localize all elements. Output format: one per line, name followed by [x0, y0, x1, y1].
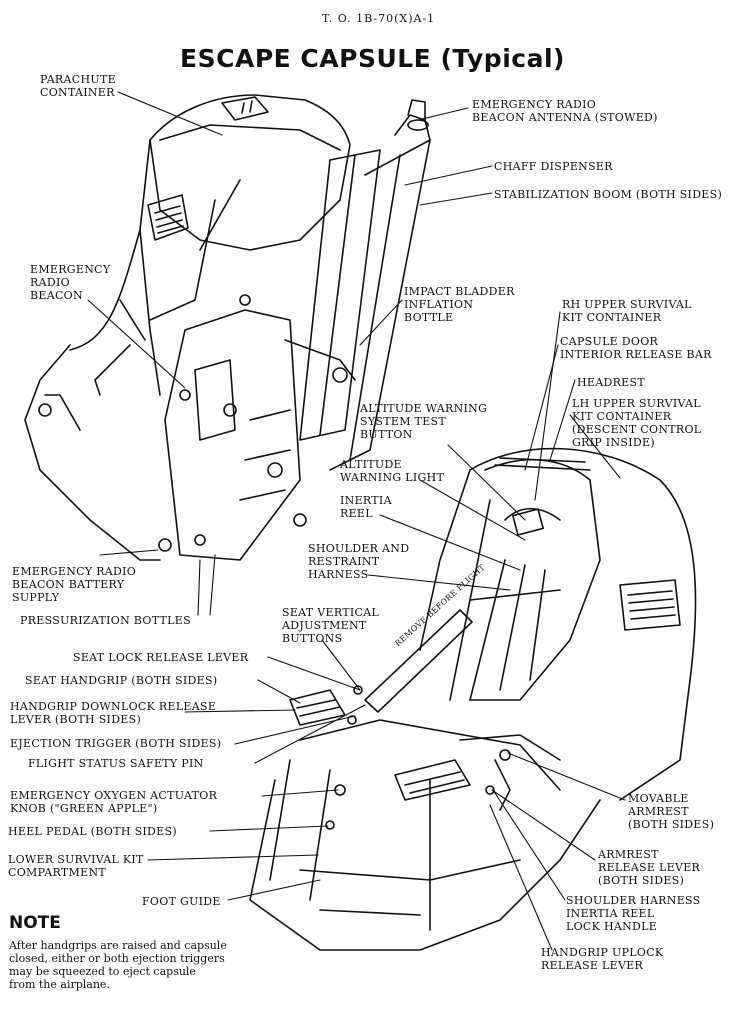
- closed-capsule-drawing: [24, 94, 431, 561]
- label-armrest-release-lever: ARMREST RELEASE LEVER (BOTH SIDES): [598, 848, 701, 887]
- label-handgrip-uplock-release: HANDGRIP UPLOCK RELEASE LEVER: [541, 946, 664, 972]
- label-lower-survival-kit: LOWER SURVIVAL KIT COMPARTMENT: [8, 853, 144, 879]
- label-flight-status-safety-pin: FLIGHT STATUS SAFETY PIN: [28, 757, 204, 770]
- label-altitude-warning-light: ALTITUDE WARNING LIGHT: [340, 458, 445, 484]
- label-lh-upper-survival-kit: LH UPPER SURVIVAL KIT CONTAINER (DESCENT…: [572, 397, 702, 449]
- title-suffix: (Typical): [440, 44, 565, 73]
- label-inertia-reel: INERTIA REEL: [340, 494, 392, 520]
- label-foot-guide: FOOT GUIDE: [142, 895, 221, 908]
- note-text: After handgrips are raised and capsule c…: [9, 939, 227, 991]
- label-capsule-door-release-bar: CAPSULE DOOR INTERIOR RELEASE BAR: [560, 335, 712, 361]
- open-capsule-drawing: [249, 447, 697, 951]
- label-parachute-container: PARACHUTE CONTAINER: [40, 73, 116, 99]
- label-altitude-warning-test-button: ALTITUDE WARNING SYSTEM TEST BUTTON: [360, 402, 488, 441]
- label-movable-armrest: MOVABLE ARMREST (BOTH SIDES): [628, 792, 715, 831]
- label-emergency-radio-beacon-antenna: EMERGENCY RADIO BEACON ANTENNA (STOWED): [472, 98, 658, 124]
- label-headrest: HEADREST: [577, 376, 645, 389]
- label-seat-handgrip: SEAT HANDGRIP (BOTH SIDES): [25, 674, 218, 687]
- label-seat-vertical-adjustment: SEAT VERTICAL ADJUSTMENT BUTTONS: [282, 606, 380, 645]
- label-ejection-trigger: EJECTION TRIGGER (BOTH SIDES): [10, 737, 222, 750]
- label-seat-lock-release-lever: SEAT LOCK RELEASE LEVER: [73, 651, 249, 664]
- title-main: ESCAPE CAPSULE: [180, 44, 432, 73]
- technical-order-number: T. O. 1B-70(X)A-1: [322, 12, 436, 25]
- label-pressurization-bottles: PRESSURIZATION BOTTLES: [20, 614, 191, 627]
- label-shoulder-restraint-harness: SHOULDER AND RESTRAINT HARNESS: [308, 542, 410, 581]
- label-shoulder-harness-lock-handle: SHOULDER HARNESS INERTIA REEL LOCK HANDL…: [566, 894, 701, 933]
- label-impact-bladder-inflation-bottle: IMPACT BLADDER INFLATION BOTTLE: [404, 285, 515, 324]
- label-heel-pedal: HEEL PEDAL (BOTH SIDES): [8, 825, 177, 838]
- page-title: ESCAPE CAPSULE (Typical): [0, 44, 745, 73]
- label-stabilization-boom: STABILIZATION BOOM (BOTH SIDES): [494, 188, 723, 201]
- label-handgrip-downlock-release: HANDGRIP DOWNLOCK RELEASE LEVER (BOTH SI…: [10, 700, 217, 726]
- note-heading: NOTE: [9, 913, 61, 933]
- label-rh-upper-survival-kit: RH UPPER SURVIVAL KIT CONTAINER: [562, 298, 692, 324]
- label-emergency-oxygen-actuator: EMERGENCY OXYGEN ACTUATOR KNOB ("GREEN A…: [10, 789, 218, 815]
- label-emergency-radio-battery: EMERGENCY RADIO BEACON BATTERY SUPPLY: [12, 565, 137, 604]
- label-emergency-radio-beacon: EMERGENCY RADIO BEACON: [30, 263, 111, 302]
- label-chaff-dispenser: CHAFF DISPENSER: [494, 160, 613, 173]
- leader-lines: [87, 91, 626, 951]
